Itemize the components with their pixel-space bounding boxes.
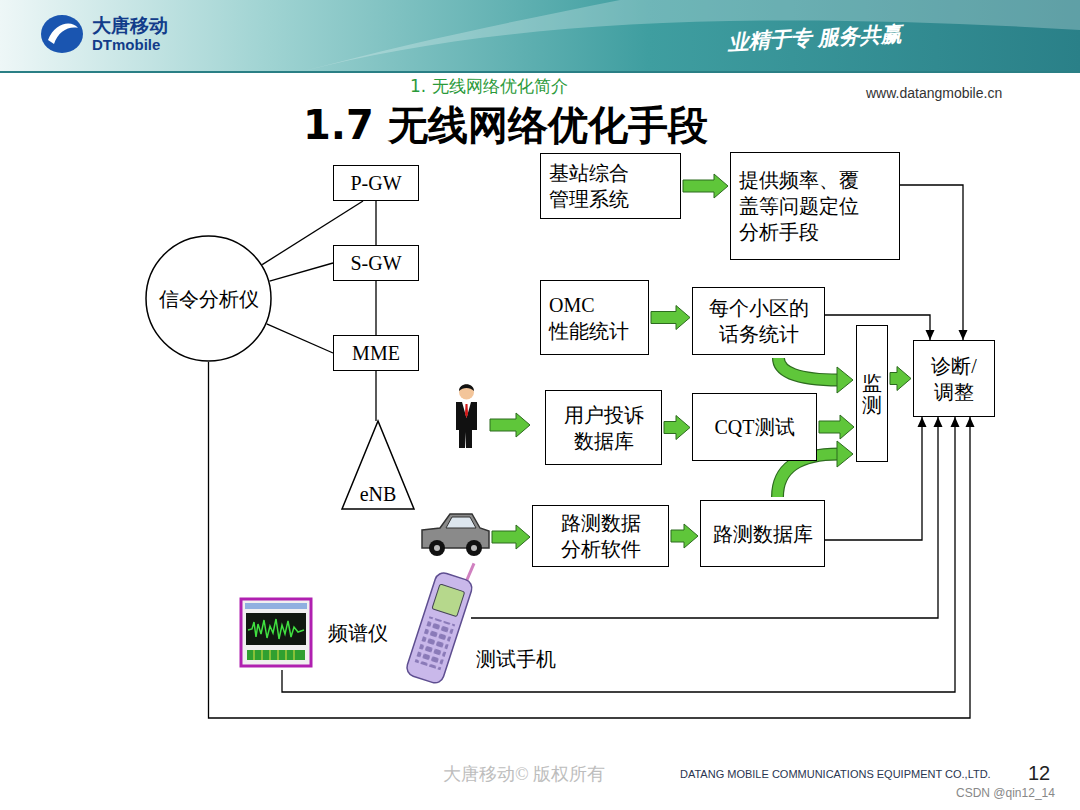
connector [376,281,377,335]
connector [671,524,698,548]
process-box: 用户投诉 数据库 [545,390,662,465]
copyright: 大唐移动© 版权所有 [443,762,605,786]
user-figure [456,384,477,448]
website: www.datangmobile.cn [866,85,1002,101]
process-box: OMC 性能统计 [540,280,649,355]
node-text: OMC 性能统计 [549,292,640,344]
node-text: 测试手机 [476,646,556,672]
analyzer-circle: 信令分析仪 [145,235,272,362]
connector [900,185,968,340]
flow-arrow [490,413,530,437]
logo-text: 大唐移动 [92,13,168,39]
node-text: MME [352,340,400,366]
node-text: S-GW [350,250,401,276]
result-box: 提供频率、覆 盖等问题定位 分析手段 [730,152,900,260]
connector [778,358,853,393]
process-box: 每个小区的 话务统计 [692,287,825,355]
gateway-box: S-GW [333,245,419,281]
node-text: eNB [360,481,397,507]
node-text: 频谱仪 [328,620,388,646]
flow-arrow [492,525,530,549]
monitor-box: 监测 [856,325,888,462]
slide-title: 1.7 无线网络优化手段 [303,98,708,153]
connector [376,201,377,245]
gateway-box: P-GW [333,165,419,201]
watermark: CSDN @qin12_14 [956,786,1055,800]
spectrum-analyzer: 频谱仪 [238,596,398,670]
connector [267,324,333,353]
node-text: 诊断/ 调整 [914,353,994,405]
connector [270,263,333,281]
process-box: 路测数据库 [700,500,825,567]
node-text: CQT测试 [715,414,795,440]
connector [376,371,377,421]
node-text: P-GW [350,170,401,196]
test-phone: 测试手机 [405,566,585,688]
car-icon [422,514,489,556]
node-text: 信令分析仪 [159,286,259,312]
mme-box: MME [333,335,419,371]
process-box: 路测数据 分析软件 [532,505,669,567]
node-text: 基站综合 管理系统 [549,160,672,212]
section-heading: 1. 无线网络优化简介 [410,75,568,98]
node-text: 提供频率、覆 盖等问题定位 分析手段 [739,167,891,245]
process-box: 基站综合 管理系统 [540,153,681,219]
diagnose-box: 诊断/ 调整 [913,340,995,417]
connector [890,367,911,391]
logo-text: DTmobile [92,36,160,53]
page-number: 12 [1028,762,1050,785]
node-text: 路测数据库 [713,521,813,547]
connector [651,306,690,330]
process-box: CQT测试 [692,393,817,461]
connector [683,174,728,198]
node-text: 每个小区的 话务统计 [693,295,824,347]
company-name: DATANG MOBILE COMMUNICATIONS EQUIPMENT C… [680,768,991,780]
enb-triangle: eNB [341,420,415,510]
header-band [0,0,1080,72]
spectrum-analyzer-icon [241,599,311,666]
node-text: 监测 [862,372,882,416]
node-text: 用户投诉 数据库 [546,402,661,454]
connector [664,416,690,440]
test-phone-icon [405,554,480,686]
node-text: 路测数据 分析软件 [533,510,668,562]
connector [819,415,854,439]
